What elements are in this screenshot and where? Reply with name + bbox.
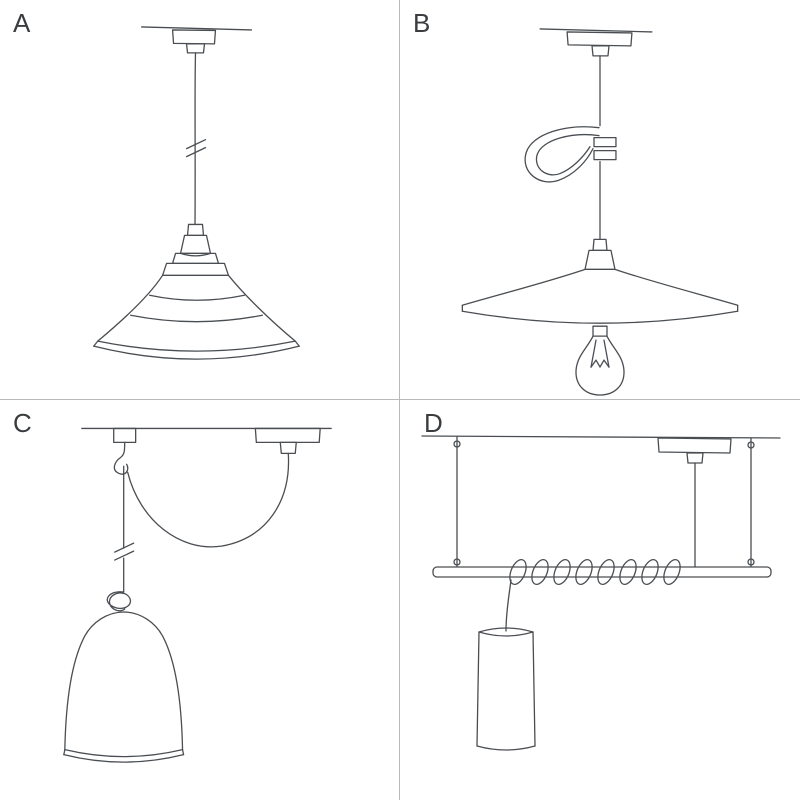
cable — [524, 55, 601, 241]
wrapped-cable-coil — [509, 559, 681, 585]
ceiling-rose — [657, 437, 732, 464]
lamp-holder — [584, 238, 616, 270]
ceiling-line — [421, 435, 781, 439]
swag-hook-bell-shade-sketch — [63, 427, 332, 763]
panel-b-label: B — [413, 8, 432, 38]
light-bulb — [575, 325, 625, 396]
lampshade — [93, 252, 300, 360]
panel-a: A — [0, 0, 400, 400]
cable-clamp — [593, 137, 617, 161]
panel-d: D — [400, 400, 800, 800]
flat-lampshade — [461, 268, 739, 324]
ceiling-rose — [254, 427, 321, 455]
suspension-wires — [453, 436, 755, 568]
cable-knot — [106, 591, 132, 612]
ceiling-rose — [140, 26, 253, 54]
panel-d-label: D — [424, 408, 444, 438]
pendant-flat-shade-bulb-sketch — [461, 28, 739, 396]
cable — [185, 52, 207, 226]
panel-b: B — [400, 0, 800, 400]
drop-cable — [505, 579, 512, 632]
cable-wrapped-bar-cylinder-shade-sketch — [421, 435, 781, 751]
panel-c: C — [0, 400, 400, 800]
swag-cable — [114, 452, 290, 593]
ceiling-rose — [539, 28, 653, 57]
ceiling-hook — [113, 427, 137, 475]
lamp-holder — [179, 223, 212, 257]
panel-c-label: C — [13, 408, 33, 438]
bell-lampshade — [63, 611, 185, 763]
horizontal-bar — [432, 566, 772, 578]
panel-a-label: A — [13, 8, 32, 38]
pendant-industrial-shade-sketch — [93, 26, 300, 360]
cylinder-lampshade — [476, 627, 536, 751]
